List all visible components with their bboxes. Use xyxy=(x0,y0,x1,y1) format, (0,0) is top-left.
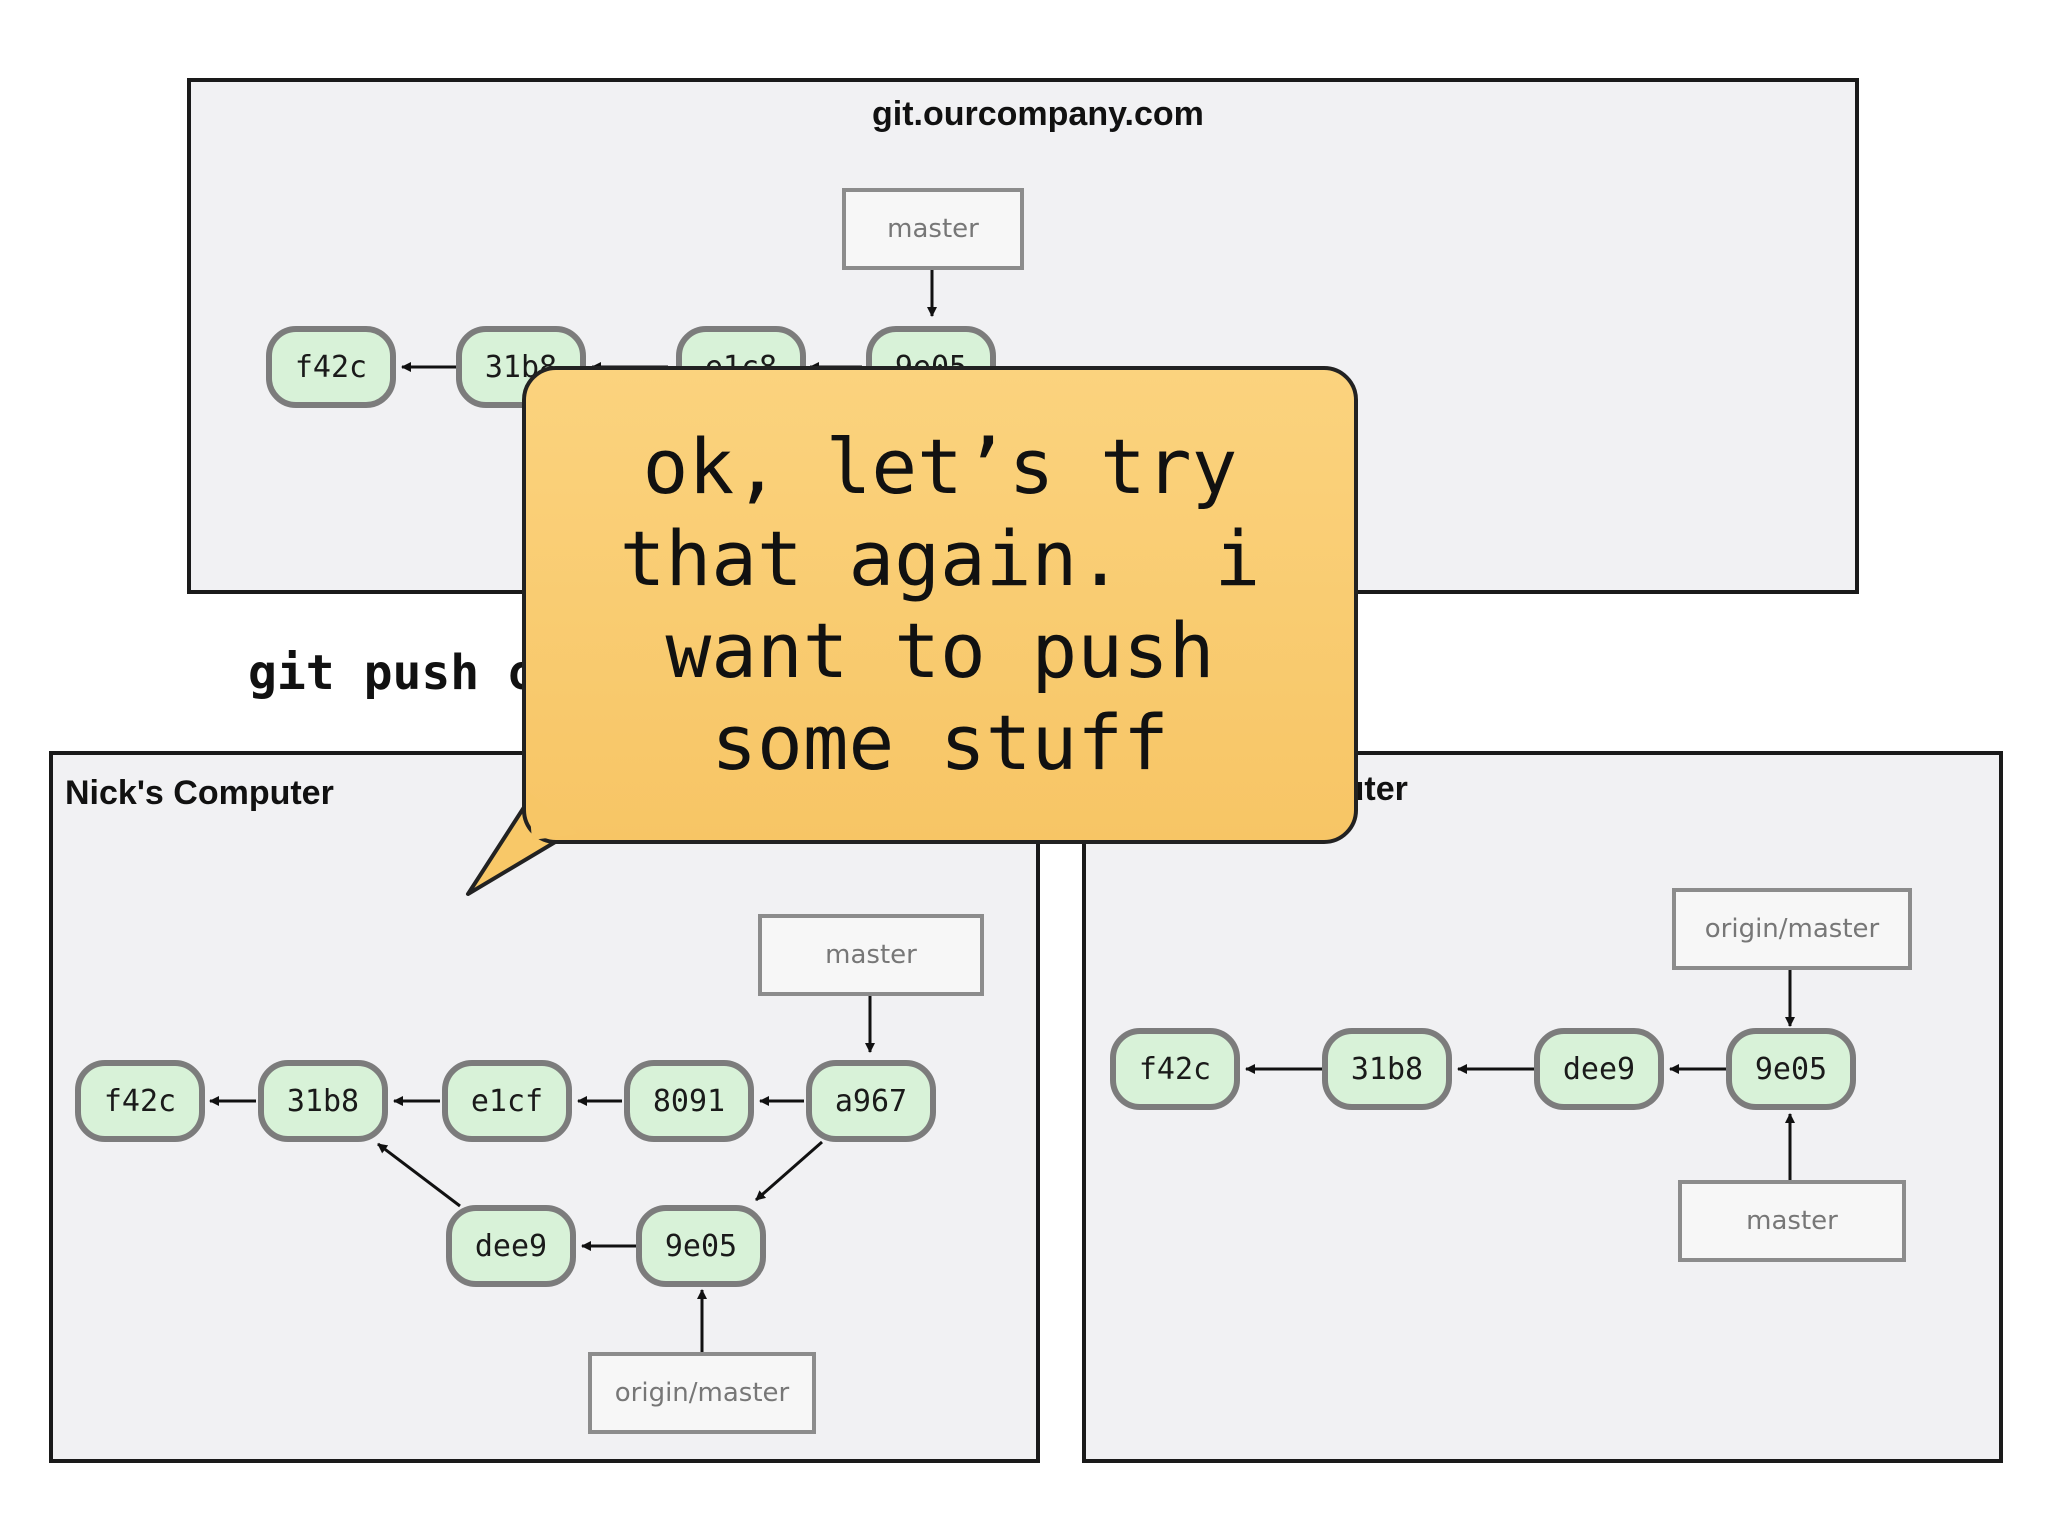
nick-master-ref: master xyxy=(758,914,984,996)
speech-bubble: ok, let’s try that again. i want to push… xyxy=(522,366,1358,844)
nick-commit: a967 xyxy=(806,1060,936,1142)
server-commit: f42c xyxy=(266,326,396,408)
server-title: git.ourcompany.com xyxy=(872,95,1204,133)
nick-commit: dee9 xyxy=(446,1205,576,1287)
jessica-panel xyxy=(1082,751,2003,1463)
jessica-commit: f42c xyxy=(1110,1028,1240,1110)
jessica-commit: 9e05 xyxy=(1726,1028,1856,1110)
nick-title: Nick's Computer xyxy=(65,774,334,812)
jessica-commit: dee9 xyxy=(1534,1028,1664,1110)
jessica-master-ref: master xyxy=(1678,1180,1906,1262)
nick-commit: f42c xyxy=(75,1060,205,1142)
speech-bubble-text: ok, let’s try that again. i want to push… xyxy=(619,422,1261,787)
jessica-commit: 31b8 xyxy=(1322,1028,1452,1110)
nick-origin-master-ref: origin/master xyxy=(588,1352,816,1434)
nick-commit: 8091 xyxy=(624,1060,754,1142)
jessica-origin-master-ref: origin/master xyxy=(1672,888,1912,970)
nick-commit: e1cf xyxy=(442,1060,572,1142)
nick-commit: 31b8 xyxy=(258,1060,388,1142)
nick-commit: 9e05 xyxy=(636,1205,766,1287)
server-master-ref: master xyxy=(842,188,1024,270)
